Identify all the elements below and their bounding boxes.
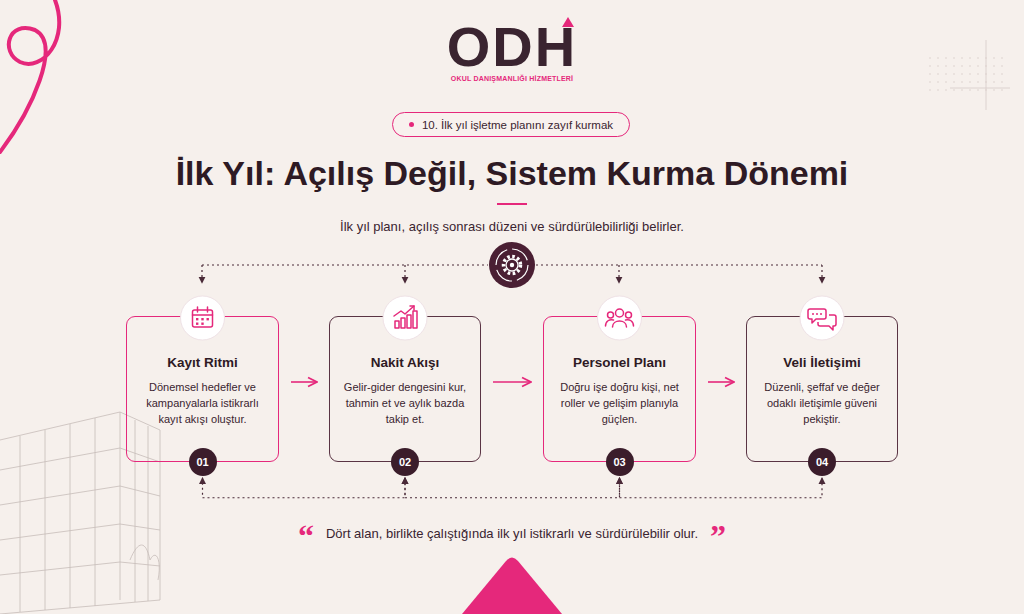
swoosh [0,0,59,152]
flow-arrow [493,381,531,383]
building-sketch [0,412,160,614]
pill-text: 10. İlk yıl işletme planını zayıf kurmak [422,119,613,131]
logo-text: ODH [447,19,577,75]
calendar-icon [181,296,225,340]
process-box: Personel PlanıDoğru işe doğru kişi, net … [543,316,696,462]
step-number-text: 04 [816,456,828,468]
step-number: 02 [391,448,419,476]
step-number-text: 02 [399,456,411,468]
section-pill: 10. İlk yıl işletme planını zayıf kurmak [392,112,630,137]
step-number: 03 [606,448,634,476]
step-number-text: 03 [613,456,625,468]
process-box: Kayıt RitmiDönemsel hedefler ve kampanya… [126,316,279,462]
chart-icon [383,296,427,340]
step-number-text: 01 [196,456,208,468]
flow-arrow [708,381,734,383]
feedback-connector [620,478,823,498]
grid [925,40,1010,110]
box-body: Dönemsel hedefler ve kampanyalarla istik… [135,380,270,428]
quote-mark: “ [298,520,314,552]
box-body: Doğru işe doğru kişi, net roller ve geli… [552,380,687,428]
step-number: 04 [808,448,836,476]
bottom-triangle [462,558,562,614]
box-heading: Kayıt Ritmi [167,355,238,370]
flow-arrow [291,381,317,383]
subtitle: İlk yıl planı, açılış sonrası düzeni ve … [340,219,684,234]
step-number: 01 [189,448,217,476]
process-box: Veli İletişimiDüzenli, şeffaf ve değer o… [746,316,898,462]
logo-subtitle: OKUL DANIŞMANLIĞI HİZMETLERİ [451,75,574,82]
feedback-connector [203,478,406,498]
box-body: Gelir-gider dengesini kur, tahmin et ve … [338,380,472,428]
quote-mark: ” [710,520,726,552]
chat-icon [800,296,844,340]
process-box: Nakit AkışıGelir-gider dengesini kur, ta… [329,316,481,462]
feedback-connector [405,478,620,498]
caption: Dört alan, birlikte çalıştığında ilk yıl… [326,526,698,541]
gear-hub [489,242,535,288]
box-heading: Nakit Akışı [371,355,440,370]
box-heading: Personel Planı [573,355,666,370]
people-icon [598,296,642,340]
box-heading: Veli İletişimi [783,355,860,370]
box-body: Düzenli, şeffaf ve değer odaklı iletişim… [755,380,889,428]
title-underline [497,203,527,205]
title: İlk Yıl: Açılış Değil, Sistem Kurma Döne… [176,154,849,193]
